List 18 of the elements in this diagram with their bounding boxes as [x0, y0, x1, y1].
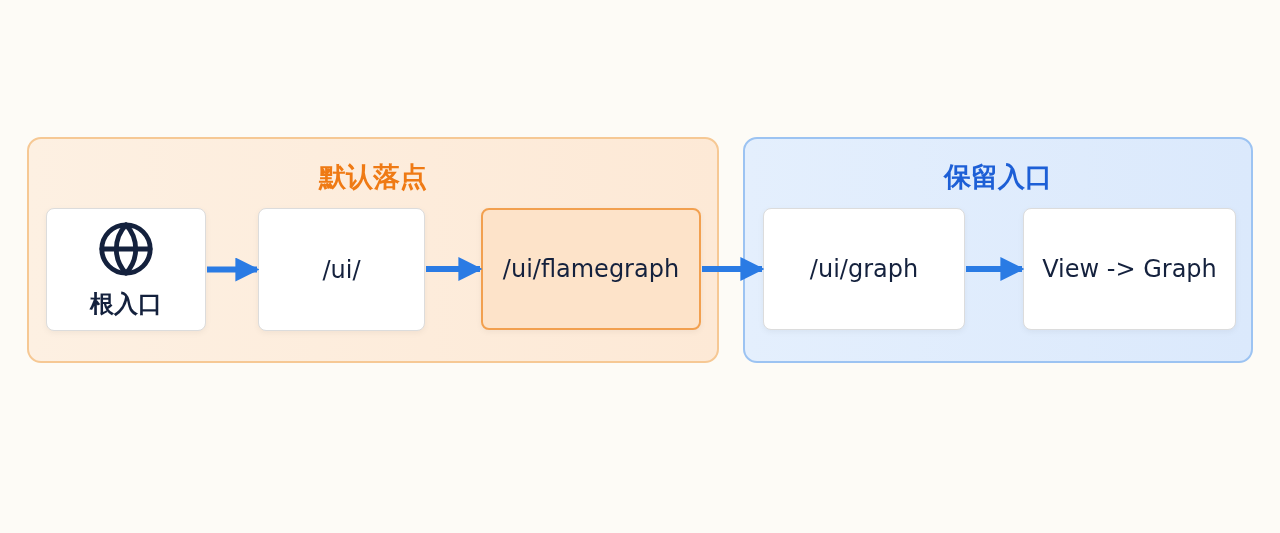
- route-label: 根入口: [90, 288, 162, 320]
- route-box: [1023, 208, 1236, 330]
- route-box: [46, 208, 206, 331]
- group-title: 默认落点: [317, 160, 428, 194]
- route-box: [258, 208, 425, 331]
- arrow: [702, 257, 765, 281]
- arrow: [966, 257, 1025, 281]
- arrow: [207, 257, 260, 282]
- group-panel: [27, 137, 719, 363]
- arrow: [426, 257, 483, 281]
- route-label: /ui/flamegraph: [502, 255, 680, 283]
- group-panel: [743, 137, 1253, 363]
- group-title: 保留入口: [942, 160, 1053, 194]
- route-label: /ui/: [322, 255, 361, 284]
- route-box: [763, 208, 965, 330]
- route-label: /ui/graph: [809, 255, 919, 283]
- route-label: View -> Graph: [1042, 255, 1217, 283]
- highlighted-route-box: [481, 208, 701, 330]
